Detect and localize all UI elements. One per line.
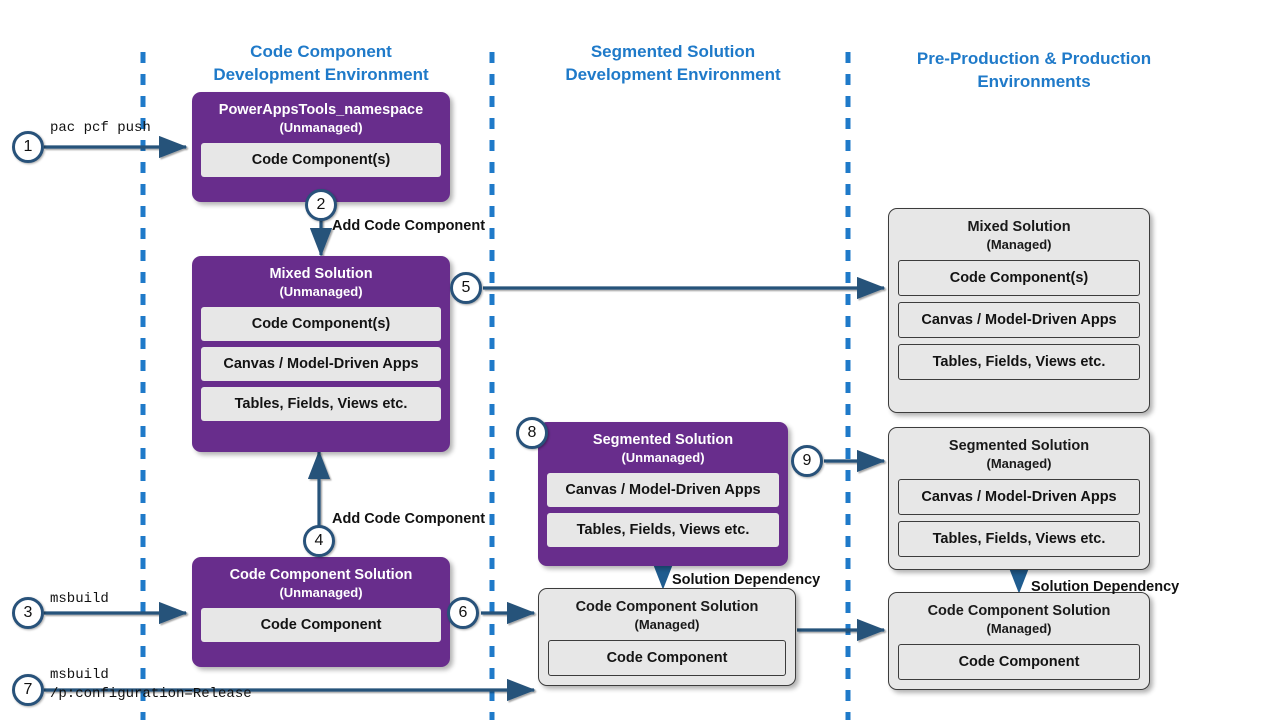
box-title-text: PowerAppsTools_namespace bbox=[218, 102, 424, 118]
box-title-text: Mixed Solution bbox=[269, 266, 373, 282]
step-marker-7[interactable]: 7 bbox=[12, 674, 44, 706]
box-subtitle: (Managed) bbox=[986, 456, 1052, 471]
lane-title-segmented-solution-dev: Segmented Solution Development Environme… bbox=[565, 42, 781, 84]
box-title: Mixed Solution (Managed) bbox=[889, 209, 1149, 254]
step-marker-2[interactable]: 2 bbox=[305, 189, 337, 221]
edge-label-add-code-component-top: Add Code Component bbox=[332, 218, 486, 234]
command-label-pac-pcf-push: pac pcf push bbox=[50, 120, 151, 136]
box-title-text: Segmented Solution bbox=[948, 438, 1090, 454]
chip-code-component[interactable]: Code Component bbox=[548, 640, 786, 676]
box-code-component-solution-managed-prod[interactable]: Code Component Solution (Managed) Code C… bbox=[888, 592, 1150, 690]
box-subtitle: (Unmanaged) bbox=[279, 284, 363, 299]
box-segmented-solution-unmanaged[interactable]: Segmented Solution (Unmanaged) Canvas / … bbox=[538, 422, 788, 566]
step-marker-5[interactable]: 5 bbox=[450, 272, 482, 304]
box-title-text: Code Component Solution bbox=[927, 603, 1111, 619]
edge-label-add-code-component-bottom: Add Code Component bbox=[332, 511, 486, 527]
box-subtitle: (Unmanaged) bbox=[279, 585, 363, 600]
box-title: Code Component Solution (Managed) bbox=[889, 593, 1149, 638]
step-marker-4[interactable]: 4 bbox=[303, 525, 335, 557]
chip-canvas-model-driven-apps[interactable]: Canvas / Model-Driven Apps bbox=[547, 473, 779, 507]
chip-code-components[interactable]: Code Component(s) bbox=[201, 307, 441, 341]
chip-canvas-model-driven-apps[interactable]: Canvas / Model-Driven Apps bbox=[898, 302, 1140, 338]
step-marker-6[interactable]: 6 bbox=[447, 597, 479, 629]
chip-canvas-model-driven-apps[interactable]: Canvas / Model-Driven Apps bbox=[201, 347, 441, 381]
box-powerappstools-namespace[interactable]: PowerAppsTools_namespace (Unmanaged) Cod… bbox=[192, 92, 450, 202]
lane-title-preprod-production: Pre-Production & Production Environments bbox=[916, 49, 1152, 91]
lane-title-code-component-dev: Code Component Development Environment bbox=[213, 42, 429, 84]
step-marker-9[interactable]: 9 bbox=[791, 445, 823, 477]
chip-tables-fields-views[interactable]: Tables, Fields, Views etc. bbox=[547, 513, 779, 547]
chip-code-components[interactable]: Code Component(s) bbox=[898, 260, 1140, 296]
chip-code-component[interactable]: Code Component bbox=[201, 608, 441, 642]
box-title: PowerAppsTools_namespace (Unmanaged) bbox=[192, 92, 450, 137]
box-subtitle: (Managed) bbox=[986, 237, 1052, 252]
box-subtitle: (Unmanaged) bbox=[621, 450, 705, 465]
step-marker-8[interactable]: 8 bbox=[516, 417, 548, 449]
box-title: Mixed Solution (Unmanaged) bbox=[192, 256, 450, 301]
box-mixed-solution-managed[interactable]: Mixed Solution (Managed) Code Component(… bbox=[888, 208, 1150, 413]
step-marker-3[interactable]: 3 bbox=[12, 597, 44, 629]
box-code-component-solution-unmanaged[interactable]: Code Component Solution (Unmanaged) Code… bbox=[192, 557, 450, 667]
chip-canvas-model-driven-apps[interactable]: Canvas / Model-Driven Apps bbox=[898, 479, 1140, 515]
box-title: Code Component Solution (Unmanaged) bbox=[192, 557, 450, 602]
box-segmented-solution-managed[interactable]: Segmented Solution (Managed) Canvas / Mo… bbox=[888, 427, 1150, 570]
box-title-text: Segmented Solution bbox=[592, 432, 734, 448]
chip-tables-fields-views[interactable]: Tables, Fields, Views etc. bbox=[201, 387, 441, 421]
chip-tables-fields-views[interactable]: Tables, Fields, Views etc. bbox=[898, 521, 1140, 557]
box-subtitle: (Managed) bbox=[986, 621, 1052, 636]
chip-tables-fields-views[interactable]: Tables, Fields, Views etc. bbox=[898, 344, 1140, 380]
edge-label-solution-dependency-dev: Solution Dependency bbox=[672, 572, 821, 588]
box-title: Code Component Solution (Managed) bbox=[539, 589, 795, 634]
box-mixed-solution-unmanaged[interactable]: Mixed Solution (Unmanaged) Code Componen… bbox=[192, 256, 450, 452]
box-code-component-solution-managed-dev[interactable]: Code Component Solution (Managed) Code C… bbox=[538, 588, 796, 686]
box-title: Segmented Solution (Unmanaged) bbox=[538, 422, 788, 467]
box-title-text: Code Component Solution bbox=[575, 599, 759, 615]
chip-code-component[interactable]: Code Component bbox=[898, 644, 1140, 680]
box-title-text: Code Component Solution bbox=[229, 567, 413, 583]
command-label-msbuild: msbuild bbox=[50, 591, 109, 607]
chip-code-components[interactable]: Code Component(s) bbox=[201, 143, 441, 177]
box-subtitle: (Unmanaged) bbox=[279, 120, 363, 135]
box-title-text: Mixed Solution bbox=[967, 219, 1071, 235]
step-marker-1[interactable]: 1 bbox=[12, 131, 44, 163]
box-title: Segmented Solution (Managed) bbox=[889, 428, 1149, 473]
edge-label-solution-dependency-prod: Solution Dependency bbox=[1031, 579, 1180, 595]
command-label-msbuild-release: msbuild /p:configuration=Release bbox=[50, 667, 252, 702]
box-subtitle: (Managed) bbox=[634, 617, 700, 632]
